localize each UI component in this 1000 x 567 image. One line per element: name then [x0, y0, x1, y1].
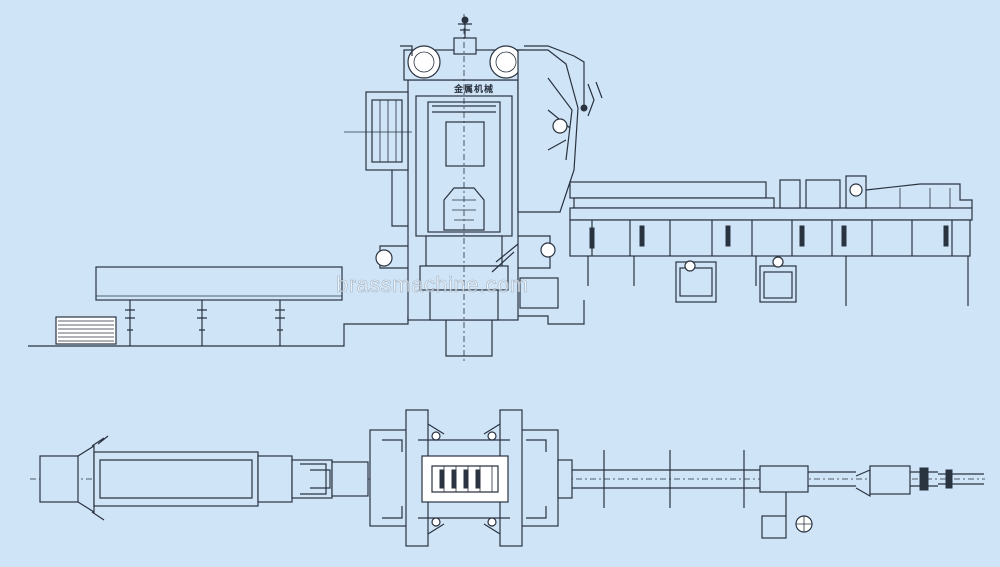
entry-table [55, 266, 343, 346]
plan-view [30, 409, 985, 547]
press-plan [331, 409, 559, 547]
left-aux-unit [344, 91, 412, 227]
exit-conveyor [569, 175, 973, 306]
watermark: brassmachine.com [336, 272, 529, 298]
elevation-view [28, 14, 973, 364]
main-cylinder [39, 435, 333, 521]
machine-label: 金属机械 [453, 85, 494, 95]
runout-plan [557, 450, 984, 539]
ground-line [28, 300, 585, 357]
side-housing [517, 49, 603, 213]
